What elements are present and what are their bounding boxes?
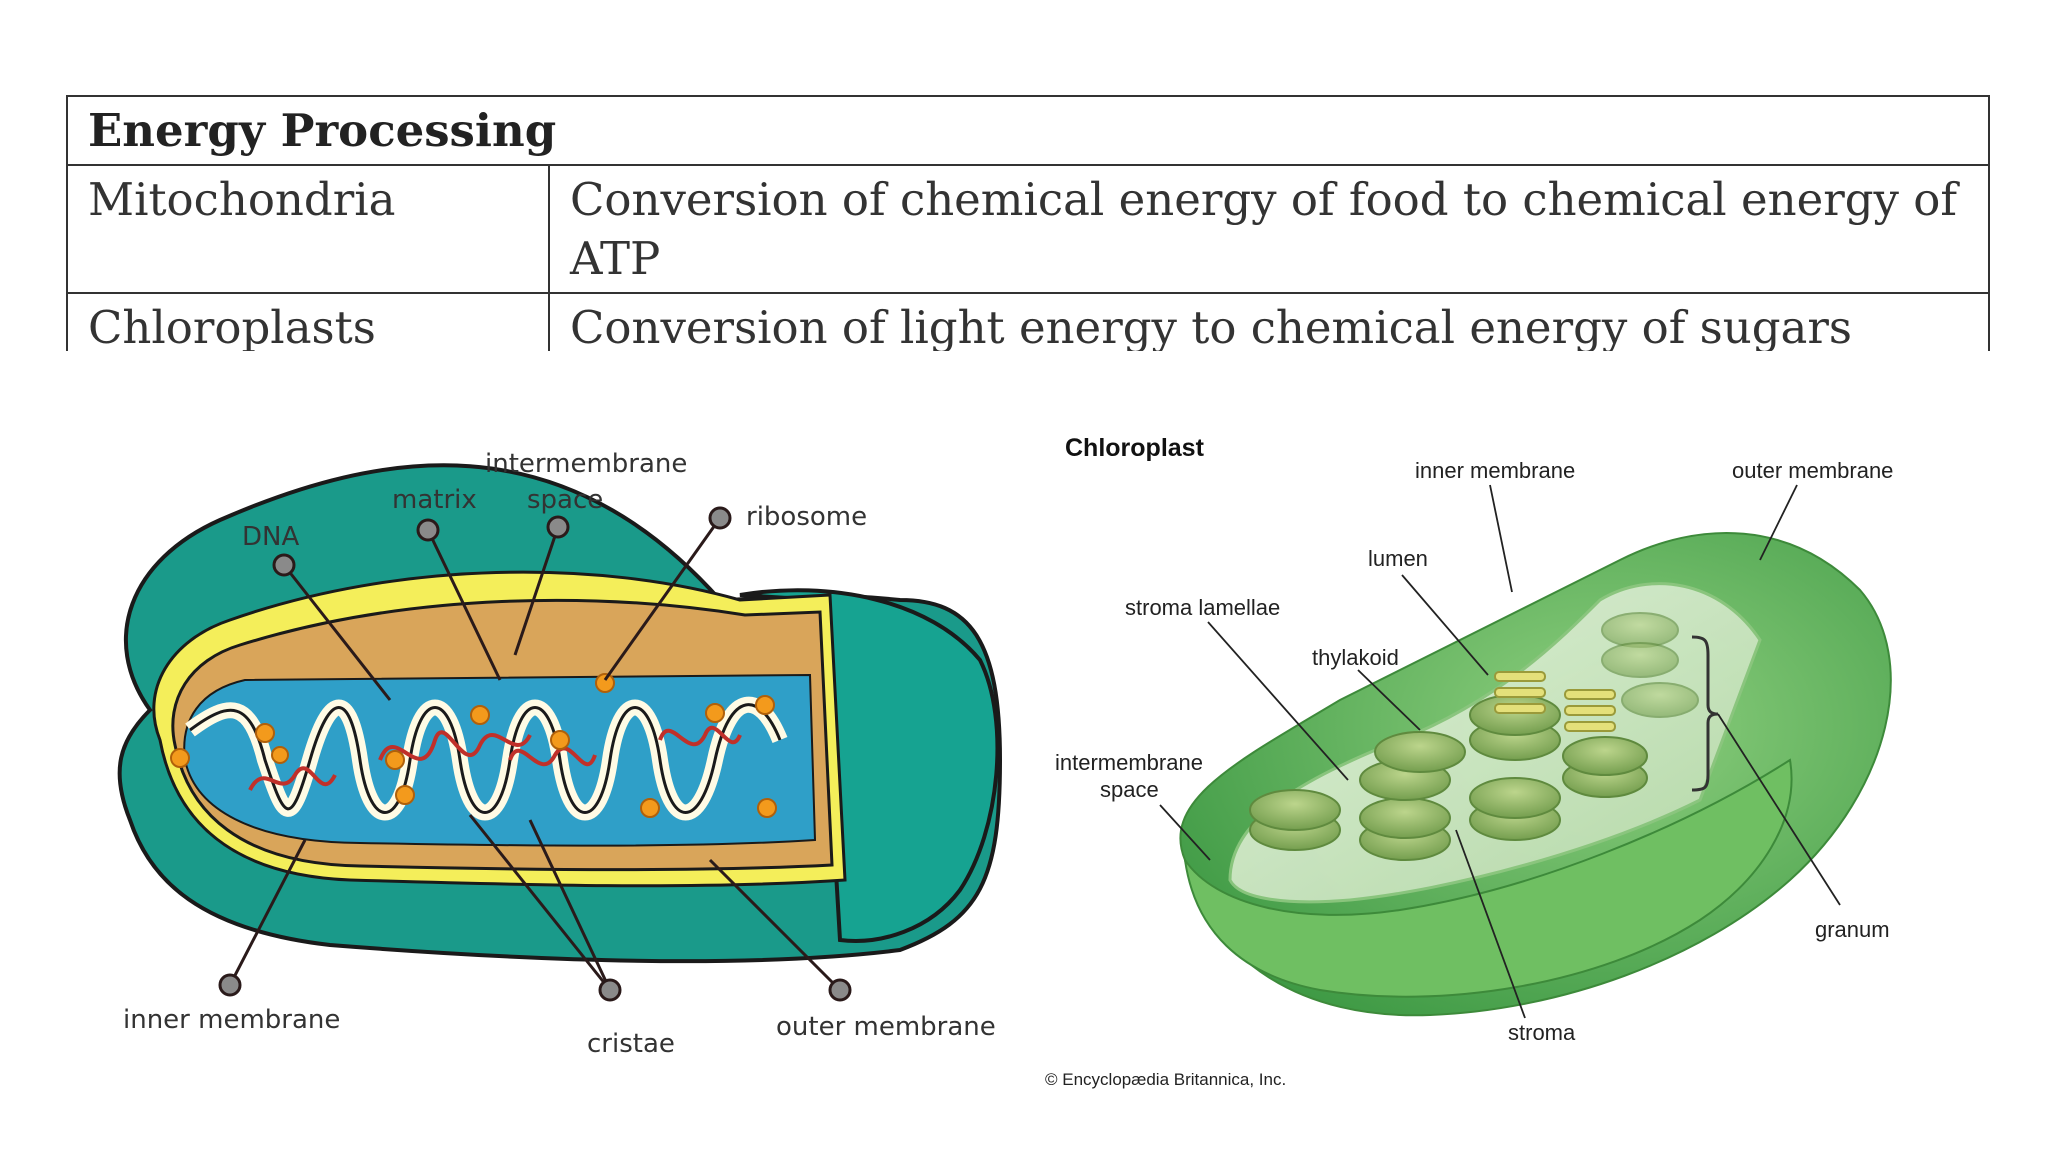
label-chloro-inner-membrane: inner membrane	[1415, 458, 1575, 483]
cristae-folds-outline	[189, 703, 782, 814]
label-chloro-outer-membrane: outer membrane	[1732, 458, 1893, 483]
energy-processing-table: Energy Processing Mitochondria Conversio…	[66, 95, 1990, 351]
table-row: Mitochondria Conversion of chemical ener…	[66, 164, 1990, 294]
label-granum: granum	[1815, 917, 1890, 942]
label-intermembrane-space-2: space	[527, 485, 603, 515]
mito-label-dots	[218, 506, 852, 1002]
label-stroma-lamellae: stroma lamellae	[1125, 595, 1280, 620]
label-stroma: stroma	[1508, 1020, 1576, 1045]
table: Energy Processing Mitochondria Conversio…	[66, 95, 1990, 351]
label-chloro-intermembrane-space: intermembrane	[1055, 750, 1203, 775]
label-intermembrane-space: intermembrane	[485, 449, 687, 479]
chloroplast-diagram: Chloroplast	[1045, 434, 1893, 1089]
thylakoid-lumen	[1494, 671, 1616, 732]
mitochondrion-diagram: intermembrane space matrix DNA ribosome …	[117, 449, 1003, 1059]
label-inner-membrane: inner membrane	[123, 1005, 340, 1035]
chloroplast-title: Chloroplast	[1065, 434, 1205, 462]
function-cell: Conversion of light energy to chemical e…	[548, 292, 1990, 351]
label-ribosome: ribosome	[746, 502, 867, 532]
chloro-leader-lines	[1159, 484, 1841, 1019]
outer-cap	[739, 588, 1000, 943]
dna-strands	[248, 725, 742, 791]
table-row: Chloroplasts Conversion of light energy …	[66, 292, 1990, 351]
label-dna: DNA	[242, 522, 299, 552]
label-thylakoid: thylakoid	[1312, 645, 1399, 670]
function-cell: Conversion of chemical energy of food to…	[548, 164, 1990, 294]
chloroplast-front-lip	[1184, 758, 1793, 998]
label-cristae: cristae	[587, 1029, 675, 1059]
grana	[1249, 612, 1699, 861]
mito-leader-lines	[228, 517, 842, 992]
ribosomes	[170, 673, 777, 818]
label-lumen: lumen	[1368, 546, 1428, 571]
label-matrix: matrix	[392, 485, 477, 515]
label-outer-membrane: outer membrane	[776, 1012, 996, 1042]
table-header-row: Energy Processing	[66, 95, 1990, 166]
label-chloro-intermembrane-space-2: space	[1100, 777, 1159, 802]
organelle-cell: Mitochondria	[66, 164, 550, 294]
table-header: Energy Processing	[66, 95, 1990, 166]
organelle-cell: Chloroplasts	[66, 292, 550, 351]
copyright-notice: © Encyclopædia Britannica, Inc.	[1045, 1070, 1286, 1089]
